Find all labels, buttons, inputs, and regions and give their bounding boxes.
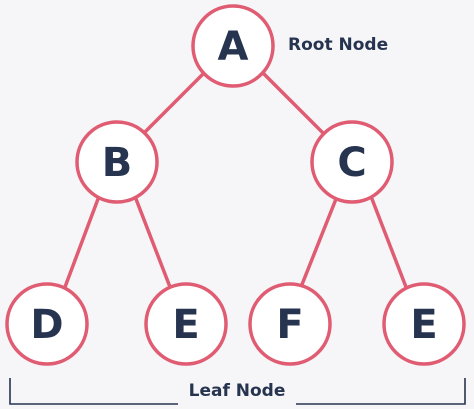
node-e-right-circle xyxy=(382,282,466,366)
node-e-right-label: E xyxy=(410,302,437,348)
node-d-label: D xyxy=(30,302,63,348)
node-c: C xyxy=(310,120,394,204)
node-b: B xyxy=(75,120,159,204)
node-e-left: E xyxy=(144,282,228,366)
edge-a-b xyxy=(142,72,205,135)
node-d-circle xyxy=(5,282,89,366)
node-c-circle xyxy=(310,120,394,204)
node-f: F xyxy=(248,282,332,366)
node-a: A xyxy=(191,4,275,88)
node-e-right: E xyxy=(382,282,466,366)
edge-b-e xyxy=(134,197,172,289)
edge-b-d xyxy=(63,197,100,289)
edge-a-c xyxy=(262,72,325,135)
node-d: D xyxy=(5,282,89,366)
node-f-label: F xyxy=(276,302,303,348)
edge-c-e xyxy=(370,197,408,289)
leaf-label-backdrop xyxy=(178,396,296,409)
node-b-label: B xyxy=(102,140,133,186)
root-node-annotation: Root Node xyxy=(288,35,388,55)
node-e-left-circle xyxy=(144,282,228,366)
node-a-label: A xyxy=(218,24,249,70)
node-c-label: C xyxy=(337,140,366,186)
edge-c-f xyxy=(299,197,338,289)
leaf-node-annotation: Leaf Node xyxy=(189,381,286,401)
tree-edges xyxy=(63,72,408,289)
node-e-left-label: E xyxy=(172,302,199,348)
node-a-circle xyxy=(191,4,275,88)
node-b-circle xyxy=(75,120,159,204)
node-f-circle xyxy=(248,282,332,366)
